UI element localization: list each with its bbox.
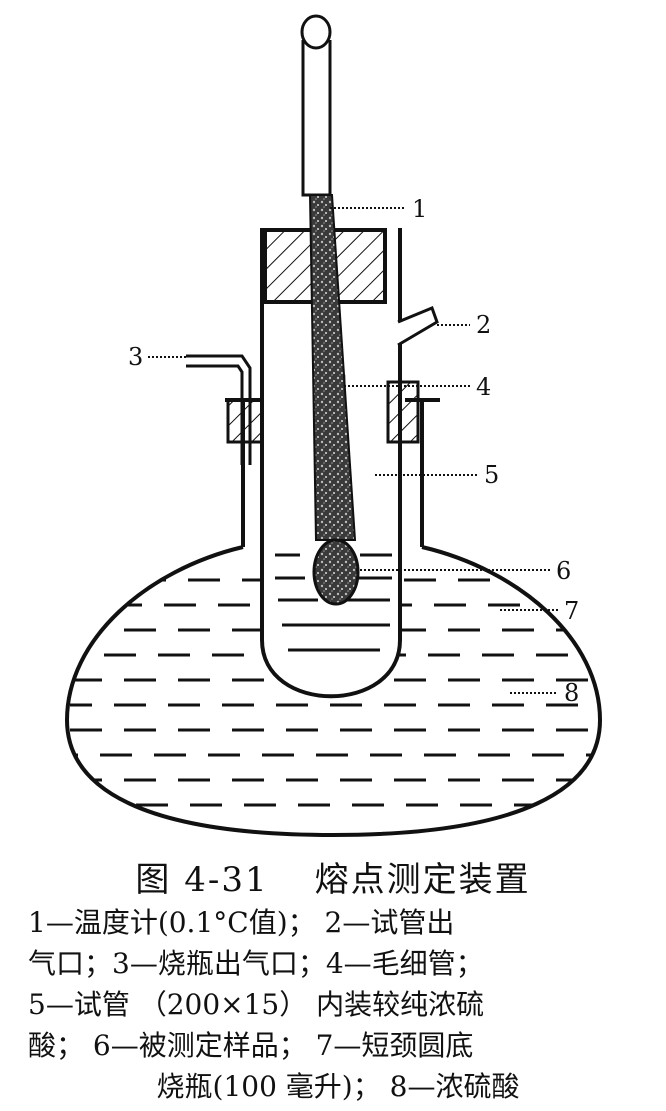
neck-stopper [386,380,420,444]
legend-line: 气口；3—烧瓶出气口；4—毛细管； [28,947,484,980]
label-1: 1 [412,195,427,223]
figure-number: 图 4-31 [135,860,269,900]
sample-bulb [312,538,360,606]
label-3: 3 [128,343,143,371]
test-tube-sulfuric-acid [275,553,392,652]
test-tube-gas-outlet [397,306,439,347]
label-6: 6 [556,557,571,585]
flask-gas-outlet [186,354,264,465]
label-4: 4 [476,373,491,401]
label-8: 8 [564,679,579,707]
figure-caption: 图 4-31 熔点测定装置 [0,852,666,901]
legend-line: 酸； 6—被测定样品； 7—短颈圆底 [28,1029,474,1062]
label-7: 7 [564,597,579,625]
label-5: 5 [484,461,499,489]
parts-legend: 1—温度计(0.1°C值)； 2—试管出 气口；3—烧瓶出气口；4—毛细管； 5… [28,902,648,1107]
label-2: 2 [476,311,491,339]
legend-line: 烧瓶(100 毫升)； 8—浓硫酸 [156,1070,520,1103]
part-number-labels: 1 2 3 4 5 6 7 8 [128,195,579,707]
thermometer [300,14,357,541]
legend-line: 1—温度计(0.1°C值)； 2—试管出 [28,906,455,939]
leader-lines [148,207,558,694]
melting-point-apparatus-diagram: 1 2 3 4 5 6 7 8 [64,14,603,838]
figure-title: 熔点测定装置 [314,860,531,900]
legend-line: 5—试管 （200×15） 内装较纯浓硫 [28,988,485,1021]
